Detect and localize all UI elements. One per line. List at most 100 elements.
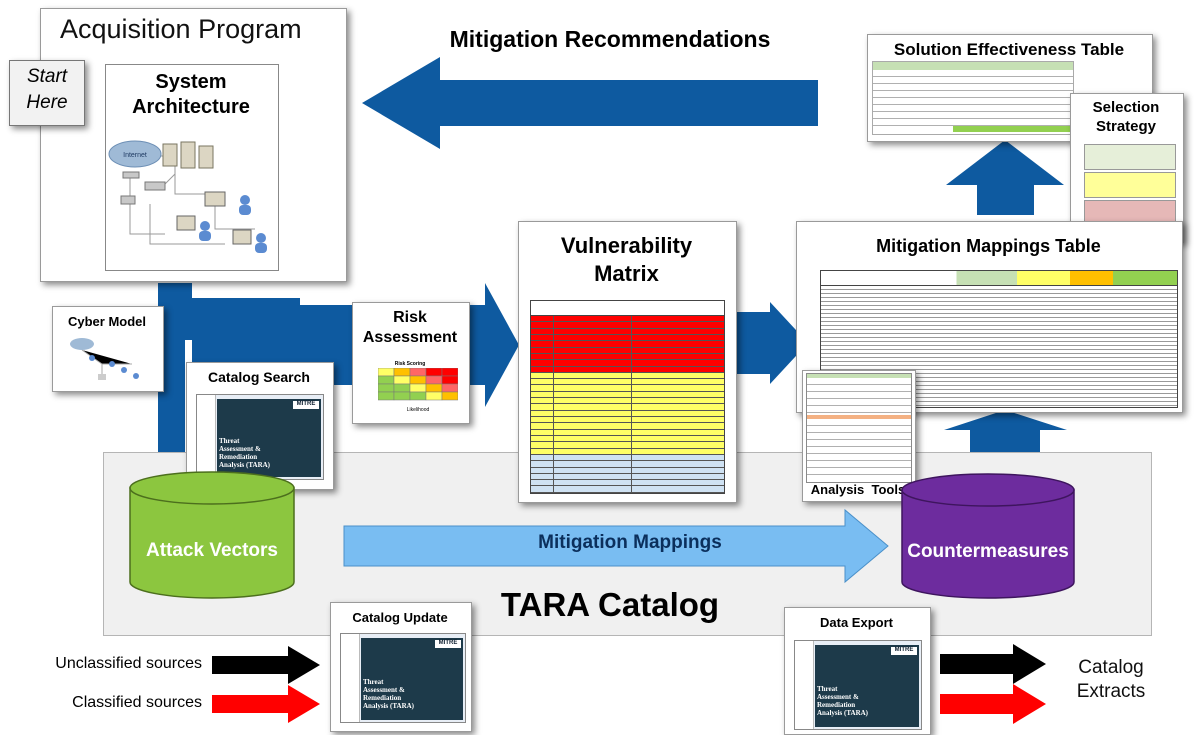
mm-row [821, 358, 1177, 362]
mitigation-recommendations-arrow [362, 57, 818, 149]
mm-row [821, 366, 1177, 370]
mitigation-mappings-arrow [343, 508, 889, 584]
mm-row [821, 402, 1177, 406]
start-here-box[interactable] [9, 60, 85, 126]
mm-row [821, 310, 1177, 314]
cyber-model-title: Cyber Model [67, 314, 146, 329]
export-arrows [940, 644, 1046, 724]
vm-row [531, 442, 724, 449]
mm-row [821, 298, 1177, 302]
vm-row [531, 467, 724, 474]
vm-row [531, 429, 724, 436]
mitigation-mappings-table-title: Mitigation Mappings Table [876, 236, 1101, 256]
mm-row [821, 290, 1177, 294]
network-diagram-icon: Internet [108, 140, 267, 253]
vm-row [531, 379, 724, 386]
vm-row [531, 423, 724, 430]
mm-row [821, 322, 1177, 326]
mm-row [821, 306, 1177, 310]
export-red-arrow [940, 684, 1046, 724]
analysis-tools-title: Analysis Tools [810, 482, 906, 497]
system-architecture-title: System Architecture [132, 71, 250, 118]
risk-scoring-label: Risk Scoring [394, 361, 426, 367]
vm-row [531, 435, 724, 443]
solution-effectiveness-title: Solution Effectiveness Table [893, 40, 1125, 59]
vm-row [531, 372, 724, 380]
start-here-label: Start Here [26, 66, 68, 113]
mm-row [821, 382, 1177, 386]
mm-row [821, 342, 1177, 346]
mm-row [821, 354, 1177, 358]
cyber-model-box [52, 306, 164, 392]
cyber-model-icon [70, 338, 139, 380]
mm-row [821, 370, 1177, 374]
vm-row [531, 385, 724, 392]
analysis-tools-thumbnail [806, 373, 912, 483]
mm-row [821, 318, 1177, 322]
mitigation-recommendations-label: Mitigation Recommendations [449, 26, 771, 52]
vm-row [531, 322, 724, 329]
attack-vectors-label: Attack Vectors [145, 540, 278, 561]
attack-vectors-cylinder [129, 471, 295, 599]
vulnerability-matrix-title: Vulnerability Matrix [560, 233, 693, 286]
matrix-to-mappings-arrow [735, 302, 808, 384]
catalog-search-title: Catalog Search [208, 369, 310, 385]
mm-row [821, 302, 1177, 306]
mitigation-mappings-label: Mitigation Mappings [538, 532, 722, 553]
source-arrows [212, 646, 320, 723]
vm-row [531, 353, 724, 361]
vm-row [531, 391, 724, 399]
vm-row [531, 360, 724, 367]
classified-sources-label: Classified sources [72, 694, 202, 711]
vm-row [531, 473, 724, 481]
vm-row [531, 316, 724, 323]
vm-header-row [531, 301, 724, 316]
risk-scoring-grid [378, 368, 458, 401]
up-arrow-selection [946, 140, 1064, 215]
risk-assessment-title: Risk Assessment [362, 309, 458, 346]
vm-row [531, 366, 724, 373]
mm-row [821, 394, 1177, 398]
vm-row [531, 341, 724, 348]
vm-row [531, 448, 724, 455]
tara-catalog-label: TARA Catalog [500, 586, 720, 623]
mm-row [821, 338, 1177, 342]
catalog-update-title: Catalog Update [352, 610, 448, 625]
vm-row [531, 417, 724, 424]
mm-row [821, 350, 1177, 354]
mm-row [821, 398, 1177, 402]
vm-row [531, 410, 724, 417]
data-export-title: Data Export [820, 615, 893, 630]
acquisition-program-title: Acquisition Program [60, 14, 302, 44]
mm-row [821, 378, 1177, 382]
selection-strategy-title: Selection Strategy [1092, 99, 1160, 135]
selection-strategy-medium [1084, 172, 1176, 198]
mm-row [821, 390, 1177, 394]
mm-row [821, 362, 1177, 366]
export-black-arrow [940, 644, 1046, 684]
up-arrow-countermeasures [944, 410, 1067, 452]
countermeasures-cylinder [901, 473, 1075, 599]
vm-row [531, 486, 724, 493]
vm-row [531, 334, 724, 342]
vm-row [531, 480, 724, 487]
mm-row [821, 314, 1177, 318]
mm-row [821, 386, 1177, 390]
vm-row [531, 347, 724, 354]
likelihood-label: Likelihood [406, 407, 430, 413]
vm-row [531, 454, 724, 462]
unclassified-sources-label: Unclassified sources [55, 655, 202, 672]
mm-row [821, 334, 1177, 338]
risk-assessment-box [352, 302, 470, 424]
unclassified-arrow [212, 646, 320, 684]
catalog-extracts-label: Catalog Extracts [1076, 657, 1146, 702]
vulnerability-matrix-table [530, 300, 725, 494]
vm-row [531, 328, 724, 335]
cloud-label: Internet [123, 152, 147, 159]
mm-row [821, 346, 1177, 350]
mm-row [821, 294, 1177, 298]
solution-effectiveness-thumbnail [872, 61, 1074, 135]
